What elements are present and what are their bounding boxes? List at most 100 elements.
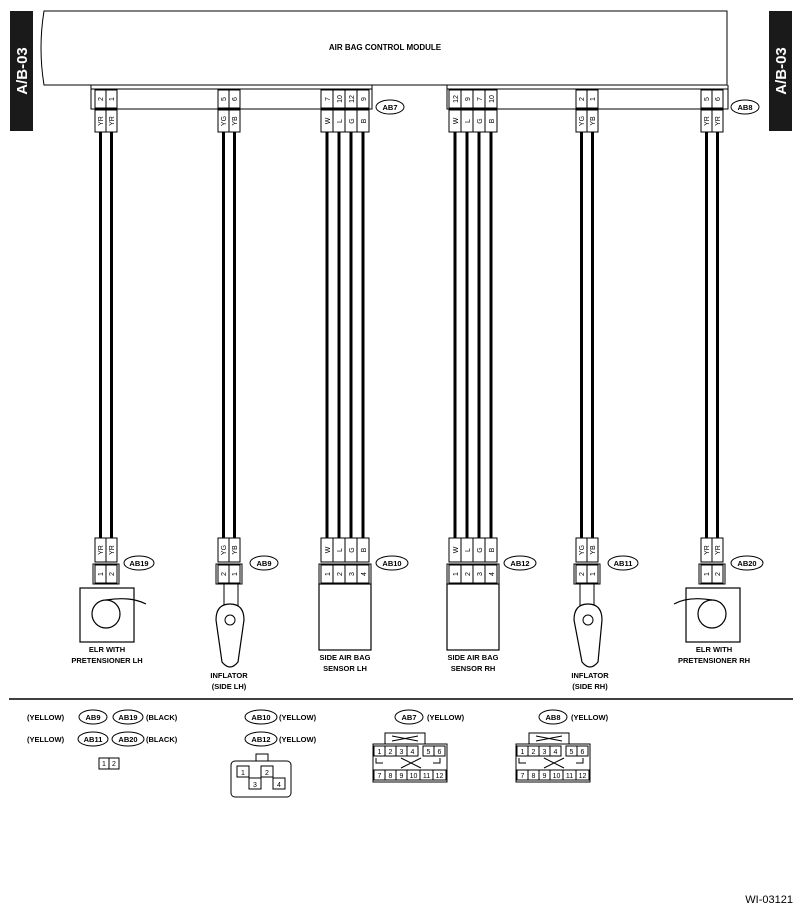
svg-text:W: W (325, 546, 332, 553)
svg-text:AB12: AB12 (251, 735, 270, 744)
svg-text:W: W (453, 546, 460, 553)
module-pin: 6 (232, 97, 239, 101)
svg-text:2: 2 (532, 749, 536, 756)
module-pin: 6 (715, 97, 722, 101)
svg-text:5: 5 (570, 749, 574, 756)
elr-pretensioner-rh-symbol (673, 587, 741, 643)
svg-text:(YELLOW): (YELLOW) (427, 713, 465, 722)
module-pin: 12 (349, 95, 356, 103)
svg-text:11: 11 (566, 773, 573, 780)
legend-connector-4pin: AB10 (YELLOW) AB12 (YELLOW) 1 2 3 4 (230, 709, 317, 798)
module-title: AIR BAG CONTROL MODULE (329, 43, 442, 52)
svg-text:SENSOR RH: SENSOR RH (451, 664, 496, 673)
component-label-inflator-lh: INFLATOR (SIDE LH) (210, 671, 248, 691)
svg-text:YG: YG (221, 545, 228, 555)
module-pin: 9 (465, 97, 472, 101)
svg-text:2: 2 (579, 572, 586, 576)
svg-text:L: L (465, 548, 472, 552)
svg-text:10: 10 (410, 773, 418, 780)
svg-text:1: 1 (241, 770, 245, 777)
svg-text:B: B (361, 547, 368, 552)
svg-text:AB10: AB10 (251, 713, 270, 722)
svg-text:YB: YB (232, 116, 239, 126)
svg-text:1: 1 (378, 749, 382, 756)
svg-text:AB19: AB19 (129, 559, 148, 568)
svg-text:AB20: AB20 (737, 559, 756, 568)
svg-text:4: 4 (361, 572, 368, 576)
svg-text:2: 2 (221, 572, 228, 576)
svg-text:L: L (337, 548, 344, 552)
svg-text:1: 1 (590, 572, 597, 576)
legend-connector-2pin: (YELLOW) AB9 AB19 (BLACK) (YELLOW) AB11 … (27, 709, 178, 770)
svg-text:9: 9 (543, 773, 547, 780)
svg-text:1: 1 (232, 572, 239, 576)
svg-text:1: 1 (102, 761, 106, 768)
svg-text:AB9: AB9 (85, 713, 100, 722)
svg-text:1: 1 (98, 572, 105, 576)
harness-wires (99, 132, 719, 538)
connector-label-ab7: AB7 (375, 99, 405, 115)
connector-ab10: 1 2 3 4 AB10 (318, 555, 409, 585)
svg-text:(SIDE RH): (SIDE RH) (572, 682, 608, 691)
svg-text:YG: YG (579, 116, 586, 126)
side-tag-left: A/B-03 (10, 11, 33, 131)
connector-ab12: 1 2 3 4 AB12 (446, 555, 537, 585)
svg-text:3: 3 (349, 572, 356, 576)
svg-text:4: 4 (411, 749, 415, 756)
svg-text:AB9: AB9 (256, 559, 271, 568)
svg-text:SIDE AIR BAG: SIDE AIR BAG (448, 653, 499, 662)
svg-text:INFLATOR: INFLATOR (210, 671, 248, 680)
svg-text:1: 1 (521, 749, 525, 756)
svg-text:1: 1 (453, 572, 460, 576)
svg-text:YB: YB (232, 545, 239, 555)
elr-pretensioner-lh-symbol (79, 587, 147, 643)
svg-text:INFLATOR: INFLATOR (571, 671, 609, 680)
svg-text:W: W (325, 117, 332, 124)
inflator-side-rh-symbol (573, 583, 603, 668)
svg-text:2: 2 (715, 572, 722, 576)
svg-text:YR: YR (704, 545, 711, 555)
svg-text:3: 3 (253, 782, 257, 789)
air-bag-control-module: AIR BAG CONTROL MODULE (40, 10, 728, 86)
svg-text:4: 4 (277, 782, 281, 789)
svg-text:1: 1 (325, 572, 332, 576)
svg-text:7: 7 (521, 773, 525, 780)
connector-ab11: 2 1 AB11 (573, 555, 639, 585)
svg-text:SENSOR LH: SENSOR LH (323, 664, 367, 673)
svg-text:B: B (489, 118, 496, 123)
svg-text:9: 9 (400, 773, 404, 780)
svg-text:YR: YR (98, 116, 105, 126)
svg-text:6: 6 (581, 749, 585, 756)
svg-text:G: G (477, 547, 484, 552)
svg-text:AB7: AB7 (382, 103, 397, 112)
module-pin: 12 (453, 95, 460, 103)
svg-text:YG: YG (579, 545, 586, 555)
svg-text:YB: YB (590, 545, 597, 555)
svg-text:AB12: AB12 (510, 559, 529, 568)
svg-text:SIDE AIR BAG: SIDE AIR BAG (320, 653, 371, 662)
component-label-sensor-lh: SIDE AIR BAG SENSOR LH (320, 653, 371, 673)
svg-text:(YELLOW): (YELLOW) (279, 735, 317, 744)
svg-text:W: W (453, 117, 460, 124)
module-pin: 2 (579, 97, 586, 101)
svg-text:G: G (349, 547, 356, 552)
svg-text:7: 7 (378, 773, 382, 780)
component-label-sensor-rh: SIDE AIR BAG SENSOR RH (448, 653, 499, 673)
connector-label-ab8: AB8 (730, 99, 760, 115)
svg-text:12: 12 (579, 773, 587, 780)
svg-text:8: 8 (532, 773, 536, 780)
svg-text:B: B (361, 118, 368, 123)
svg-text:2: 2 (465, 572, 472, 576)
svg-text:G: G (349, 118, 356, 123)
svg-text:1: 1 (704, 572, 711, 576)
side-tag-right: A/B-03 (769, 11, 792, 131)
svg-text:AB8: AB8 (545, 713, 560, 722)
module-pin: 1 (109, 97, 116, 101)
svg-text:A/B-03: A/B-03 (773, 47, 790, 95)
svg-text:AB11: AB11 (84, 735, 103, 744)
svg-text:YB: YB (590, 116, 597, 126)
svg-text:3: 3 (543, 749, 547, 756)
svg-text:YR: YR (109, 116, 116, 126)
svg-text:AB19: AB19 (118, 713, 137, 722)
svg-text:PRETENSIONER LH: PRETENSIONER LH (71, 656, 142, 665)
